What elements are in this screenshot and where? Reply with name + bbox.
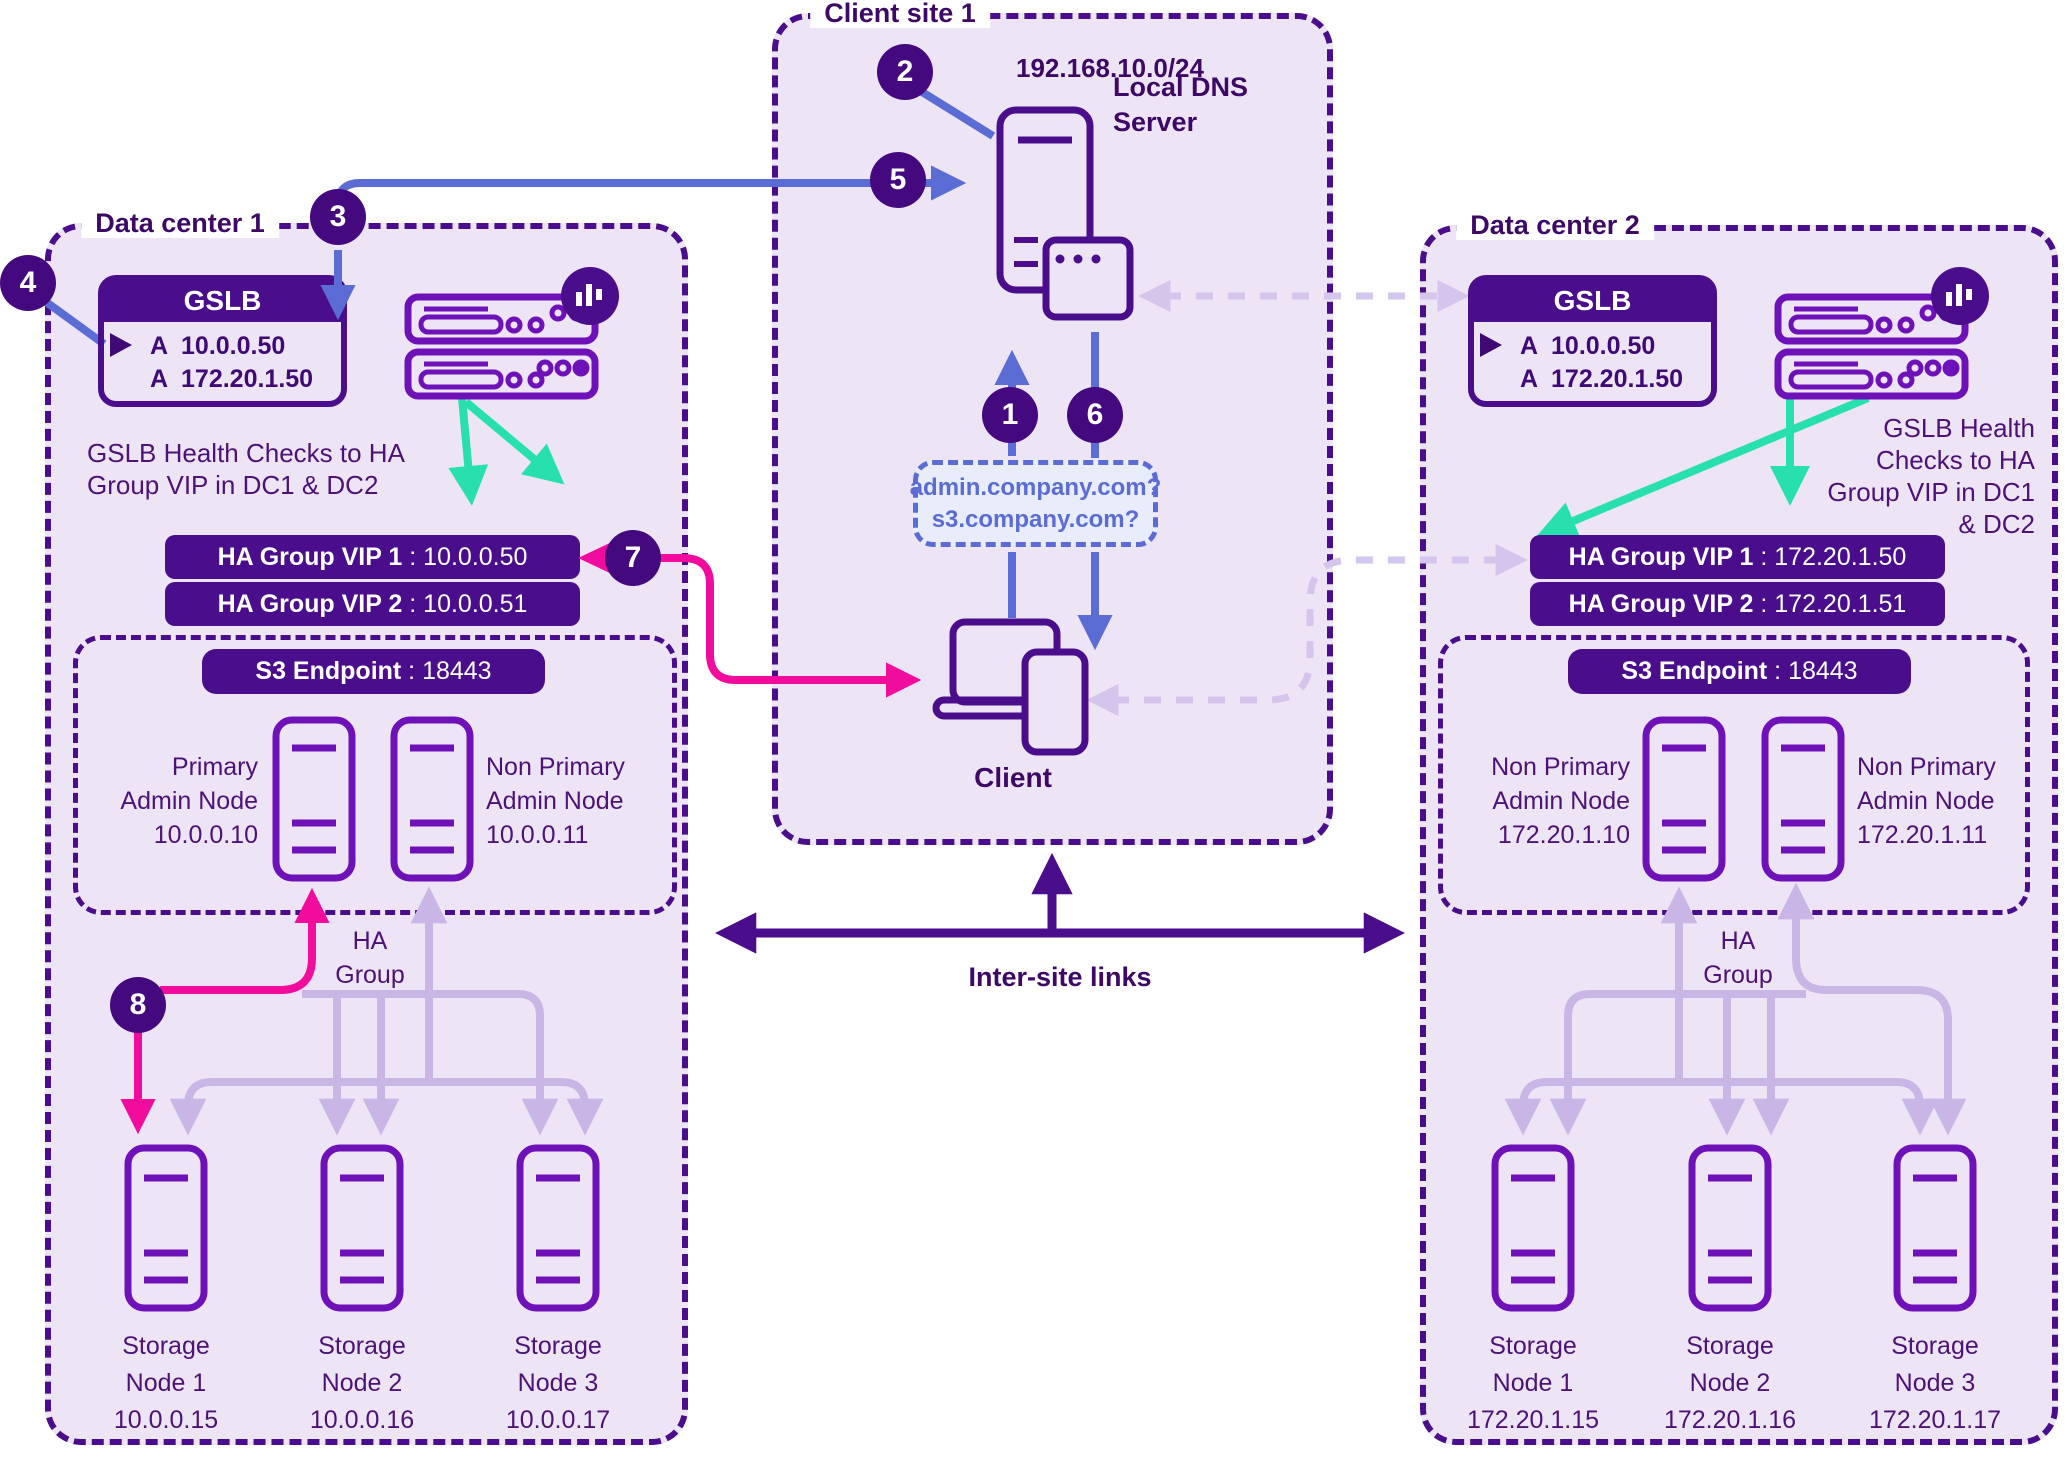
dns-query-box: admin.company.com? s3.company.com? xyxy=(910,460,1161,547)
client-site-panel xyxy=(772,13,1333,845)
dc2-gslb-record-1: A 10.0.0.50 xyxy=(1520,332,1656,360)
dc2-vip2-box: HA Group VIP 2 : 172.20.1.51 xyxy=(1530,582,1945,626)
dc1-title: Data center 1 xyxy=(81,208,279,238)
dc1-gslb-records: A 10.0.0.50 A 172.20.1.50 xyxy=(104,321,341,396)
dc1-vip2-box: HA Group VIP 2 : 10.0.0.51 xyxy=(165,582,580,626)
dc1-vip1-box: HA Group VIP 1 : 10.0.0.50 xyxy=(165,535,580,579)
dc2-gslb-records: A 10.0.0.50 A 172.20.1.50 xyxy=(1474,321,1711,396)
dc2-title: Data center 2 xyxy=(1456,210,1654,240)
dc2-admin-node1-label: Non Primary Admin Node 172.20.1.10 xyxy=(1491,753,1630,849)
dc1-gslb-record-1: A 10.0.0.50 xyxy=(150,332,286,360)
dc1-nonprimary-admin-label: Non Primary Admin Node 10.0.0.11 xyxy=(486,753,625,849)
inter-site-links-label: Inter-site links xyxy=(968,962,1152,992)
dc2-ha-group-box xyxy=(1438,635,2030,915)
dc1-ha-group-box xyxy=(73,635,677,915)
step-badge-3: 3 xyxy=(310,189,366,245)
step-badge-2: 2 xyxy=(877,44,933,100)
client-label: Client xyxy=(974,762,1052,793)
dns-server-label: Local DNS Server xyxy=(1113,72,1249,137)
dc1-ha-group-label: HA Group xyxy=(335,927,405,989)
client-subnet-label: 192.168.10.0/24 xyxy=(1016,53,1204,83)
step-badge-4: 4 xyxy=(0,255,56,311)
dc2-gslb-record-2: A 172.20.1.50 xyxy=(1520,365,1684,393)
dc2-vip1-box: HA Group VIP 1 : 172.20.1.50 xyxy=(1530,535,1945,579)
step-badge-5: 5 xyxy=(870,152,926,208)
dc2-gslb-box: GSLB A 10.0.0.50 A 172.20.1.50 xyxy=(1468,275,1717,407)
dc2-ha-group-label: HA Group xyxy=(1703,927,1773,989)
dc2-gslb-header: GSLB xyxy=(1473,280,1712,322)
step-badge-6: 6 xyxy=(1067,387,1123,443)
dc2-admin-node2-label: Non Primary Admin Node 172.20.1.11 xyxy=(1857,753,1996,849)
client-site-title: Client site 1 xyxy=(810,0,990,28)
dc1-gslb-header: GSLB xyxy=(103,280,342,322)
step-badge-7: 7 xyxy=(605,530,661,586)
dc1-s3-endpoint-box: S3 Endpoint : 18443 xyxy=(202,649,545,694)
dc2-health-note: GSLB Health Checks to HA Group VIP in DC… xyxy=(1827,413,2035,539)
dc1-health-note: GSLB Health Checks to HA Group VIP in DC… xyxy=(87,438,405,500)
inter-site-arrows xyxy=(714,852,1406,954)
dc1-gslb-box: GSLB A 10.0.0.50 A 172.20.1.50 xyxy=(98,275,347,407)
dc1-primary-admin-label: Primary Admin Node 10.0.0.10 xyxy=(120,753,258,849)
step-badge-8: 8 xyxy=(110,977,166,1033)
dc1-gslb-record-2: A 172.20.1.50 xyxy=(150,365,314,393)
step-badge-1: 1 xyxy=(982,387,1038,443)
dc2-s3-endpoint-box: S3 Endpoint : 18443 xyxy=(1568,649,1911,694)
